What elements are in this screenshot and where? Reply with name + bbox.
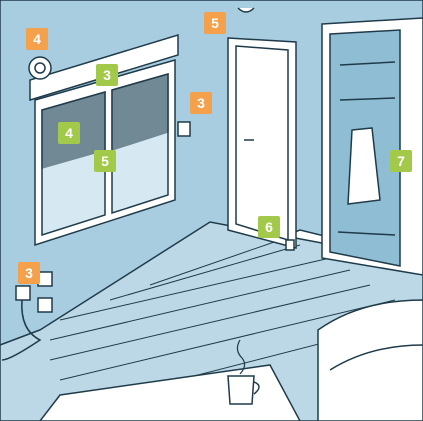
- marker-badge: 3: [190, 92, 212, 114]
- outlet-upper: [38, 272, 52, 286]
- marker-badge: 3: [96, 64, 118, 86]
- marker-badge: 4: [58, 122, 80, 144]
- marker-badge: 3: [18, 262, 40, 284]
- marker-badge: 5: [94, 150, 116, 172]
- marker-badge: 5: [204, 12, 226, 34]
- marker-badge: 4: [26, 28, 48, 50]
- mug: [228, 376, 254, 404]
- marker-badge: 7: [390, 150, 412, 172]
- wall-switch: [178, 122, 190, 136]
- plug-left: [16, 286, 30, 300]
- wardrobe: [322, 18, 423, 275]
- floor-sensor: [286, 240, 294, 250]
- outlet-lower: [38, 298, 52, 312]
- marker-badge: 6: [258, 216, 280, 238]
